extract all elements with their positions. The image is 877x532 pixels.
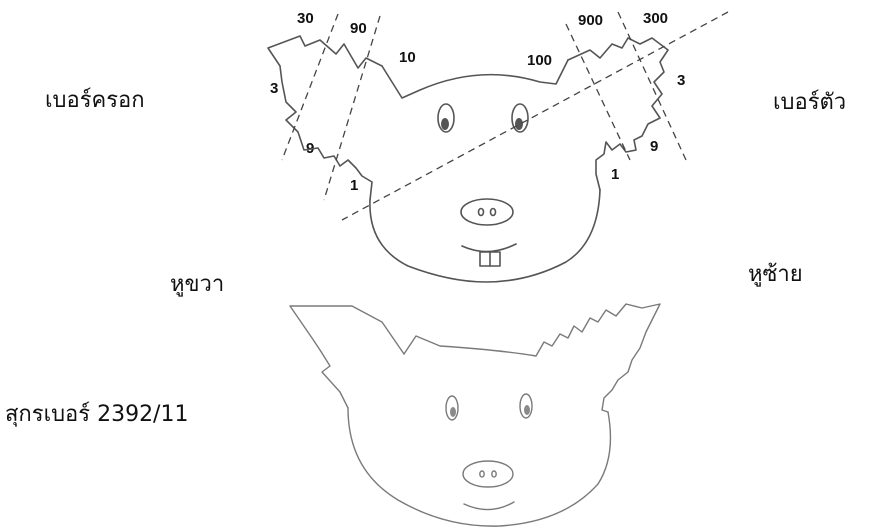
pupil-right bbox=[515, 118, 523, 130]
plain-face bbox=[347, 407, 612, 527]
notch-value-left-side: 3 bbox=[677, 72, 686, 89]
plain-mouth bbox=[463, 501, 515, 511]
notch-value-right-side: 3 bbox=[270, 80, 279, 97]
notch-value-left-top-a: 900 bbox=[578, 12, 604, 29]
left-ear-label: หูซ้าย bbox=[748, 262, 803, 287]
plain-right-ear bbox=[289, 305, 405, 409]
head-top-outline bbox=[381, 59, 569, 99]
notch-value-left-bottom: 1 bbox=[611, 166, 620, 183]
plain-snout bbox=[462, 460, 514, 488]
left-ear-outline bbox=[567, 37, 669, 191]
mouth-outline bbox=[461, 243, 517, 253]
notch-value-left-top-b: 300 bbox=[643, 10, 669, 27]
pig-id-label: สุกรเบอร์ 2392/11 bbox=[5, 402, 189, 427]
pig-number-label: เบอร์ตัว bbox=[773, 90, 847, 115]
notch-value-right-bottom: 1 bbox=[350, 177, 359, 194]
plain-eye-right bbox=[519, 393, 533, 419]
eye-right-outline bbox=[511, 103, 529, 133]
notched-pig-head bbox=[267, 35, 669, 283]
notch-guide-lines bbox=[281, 11, 729, 221]
diagonal-divider-line bbox=[341, 11, 729, 221]
right-ear-label: หูขวา bbox=[170, 272, 225, 297]
litter-number-label: เบอร์ครอก bbox=[45, 88, 145, 113]
notch-value-right-top-a: 30 bbox=[297, 10, 314, 27]
plain-head-top bbox=[403, 303, 661, 413]
plain-eye-left bbox=[445, 395, 459, 421]
face-outline bbox=[369, 189, 601, 283]
notch-value-right-top-b: 90 bbox=[350, 20, 367, 37]
notch-value-right-top-c: 10 bbox=[399, 49, 416, 66]
notch-value-left-lower: 9 bbox=[650, 138, 659, 155]
right-ear-outline bbox=[267, 35, 383, 201]
pupil-left bbox=[441, 118, 449, 130]
eye-left-outline bbox=[437, 103, 455, 133]
snout-outline bbox=[460, 198, 514, 226]
notch-value-left-top-c: 100 bbox=[527, 52, 553, 69]
plain-pig-head bbox=[289, 303, 661, 527]
